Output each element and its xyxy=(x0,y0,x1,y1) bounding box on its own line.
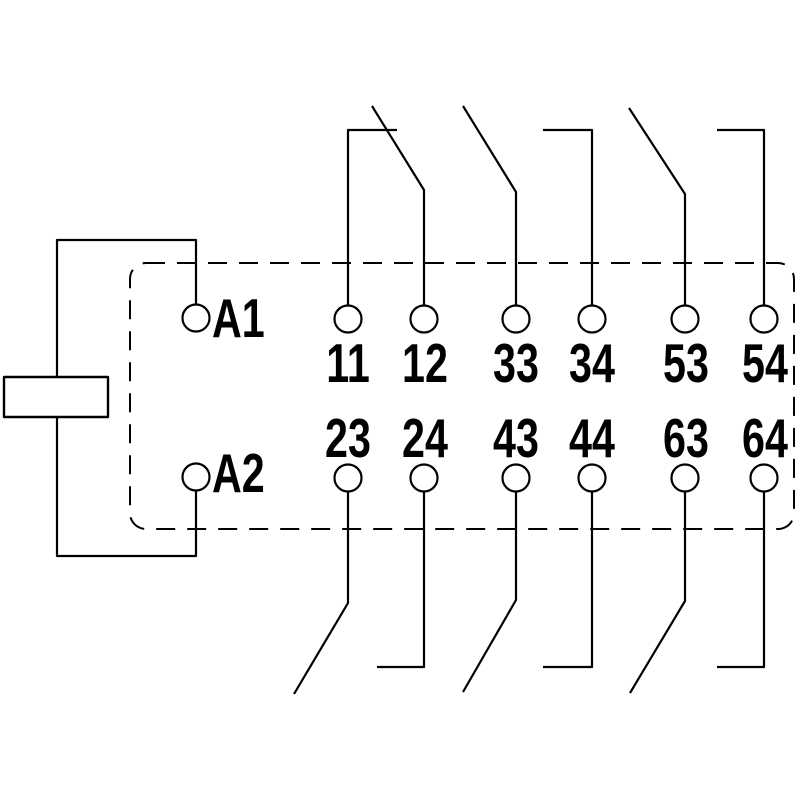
terminal-53-circle xyxy=(670,304,700,334)
terminal-34-circle xyxy=(577,304,607,334)
terminal-a1-circle xyxy=(181,303,211,333)
terminal-a2-circle xyxy=(181,462,211,492)
wire-terminal-54-fixed xyxy=(717,128,766,306)
terminal-44-circle xyxy=(577,463,607,493)
label-terminal-a2: A2 xyxy=(212,442,265,504)
wire-terminal-44-fixed xyxy=(543,492,594,669)
terminal-64-circle xyxy=(749,463,779,493)
label-terminal-12: 12 xyxy=(402,332,448,394)
label-terminal-54: 54 xyxy=(742,332,788,394)
wire-terminal-43-blade xyxy=(462,492,518,693)
label-terminal-24: 24 xyxy=(402,407,448,469)
terminal-63-circle xyxy=(670,463,700,493)
wire-terminal-11-fixed xyxy=(346,128,397,306)
label-terminal-53: 53 xyxy=(663,332,709,394)
contact-43-44-no xyxy=(462,492,594,693)
wire-terminal-12-blade xyxy=(371,105,426,306)
contact-11-12-nc xyxy=(346,105,426,306)
label-terminal-11: 11 xyxy=(326,332,370,394)
wire-terminal-23-blade xyxy=(293,492,350,695)
label-terminal-23: 23 xyxy=(325,407,371,469)
label-terminal-44: 44 xyxy=(569,407,615,469)
contact-23-24-no xyxy=(293,492,426,695)
coil-wire-a2 xyxy=(55,417,198,558)
label-terminal-33: 33 xyxy=(493,332,539,394)
label-terminal-64: 64 xyxy=(742,407,788,469)
label-terminal-34: 34 xyxy=(569,332,615,394)
label-terminal-63: 63 xyxy=(663,407,709,469)
terminal-23-circle xyxy=(333,463,363,493)
terminal-12-circle xyxy=(409,304,439,334)
terminal-33-circle xyxy=(501,304,531,334)
relay-body-dashed-outline xyxy=(129,262,795,530)
label-terminal-43: 43 xyxy=(493,407,539,469)
terminal-43-circle xyxy=(501,463,531,493)
coil-wire-a1 xyxy=(55,238,198,377)
terminal-24-circle xyxy=(409,463,439,493)
wire-terminal-24-fixed xyxy=(377,492,426,669)
label-terminal-a1: A1 xyxy=(212,287,265,349)
contact-33-34-no xyxy=(462,105,594,306)
contact-63-64-no xyxy=(629,492,766,694)
wire-terminal-64-fixed xyxy=(717,492,766,669)
wire-terminal-34-fixed xyxy=(543,128,594,306)
wire-terminal-33-blade xyxy=(462,105,518,306)
contact-53-54-no xyxy=(628,107,766,306)
terminal-11-circle xyxy=(333,304,363,334)
terminal-54-circle xyxy=(749,304,779,334)
wire-terminal-63-blade xyxy=(629,492,687,694)
wire-terminal-53-blade xyxy=(628,107,687,306)
coil-box xyxy=(2,375,110,419)
